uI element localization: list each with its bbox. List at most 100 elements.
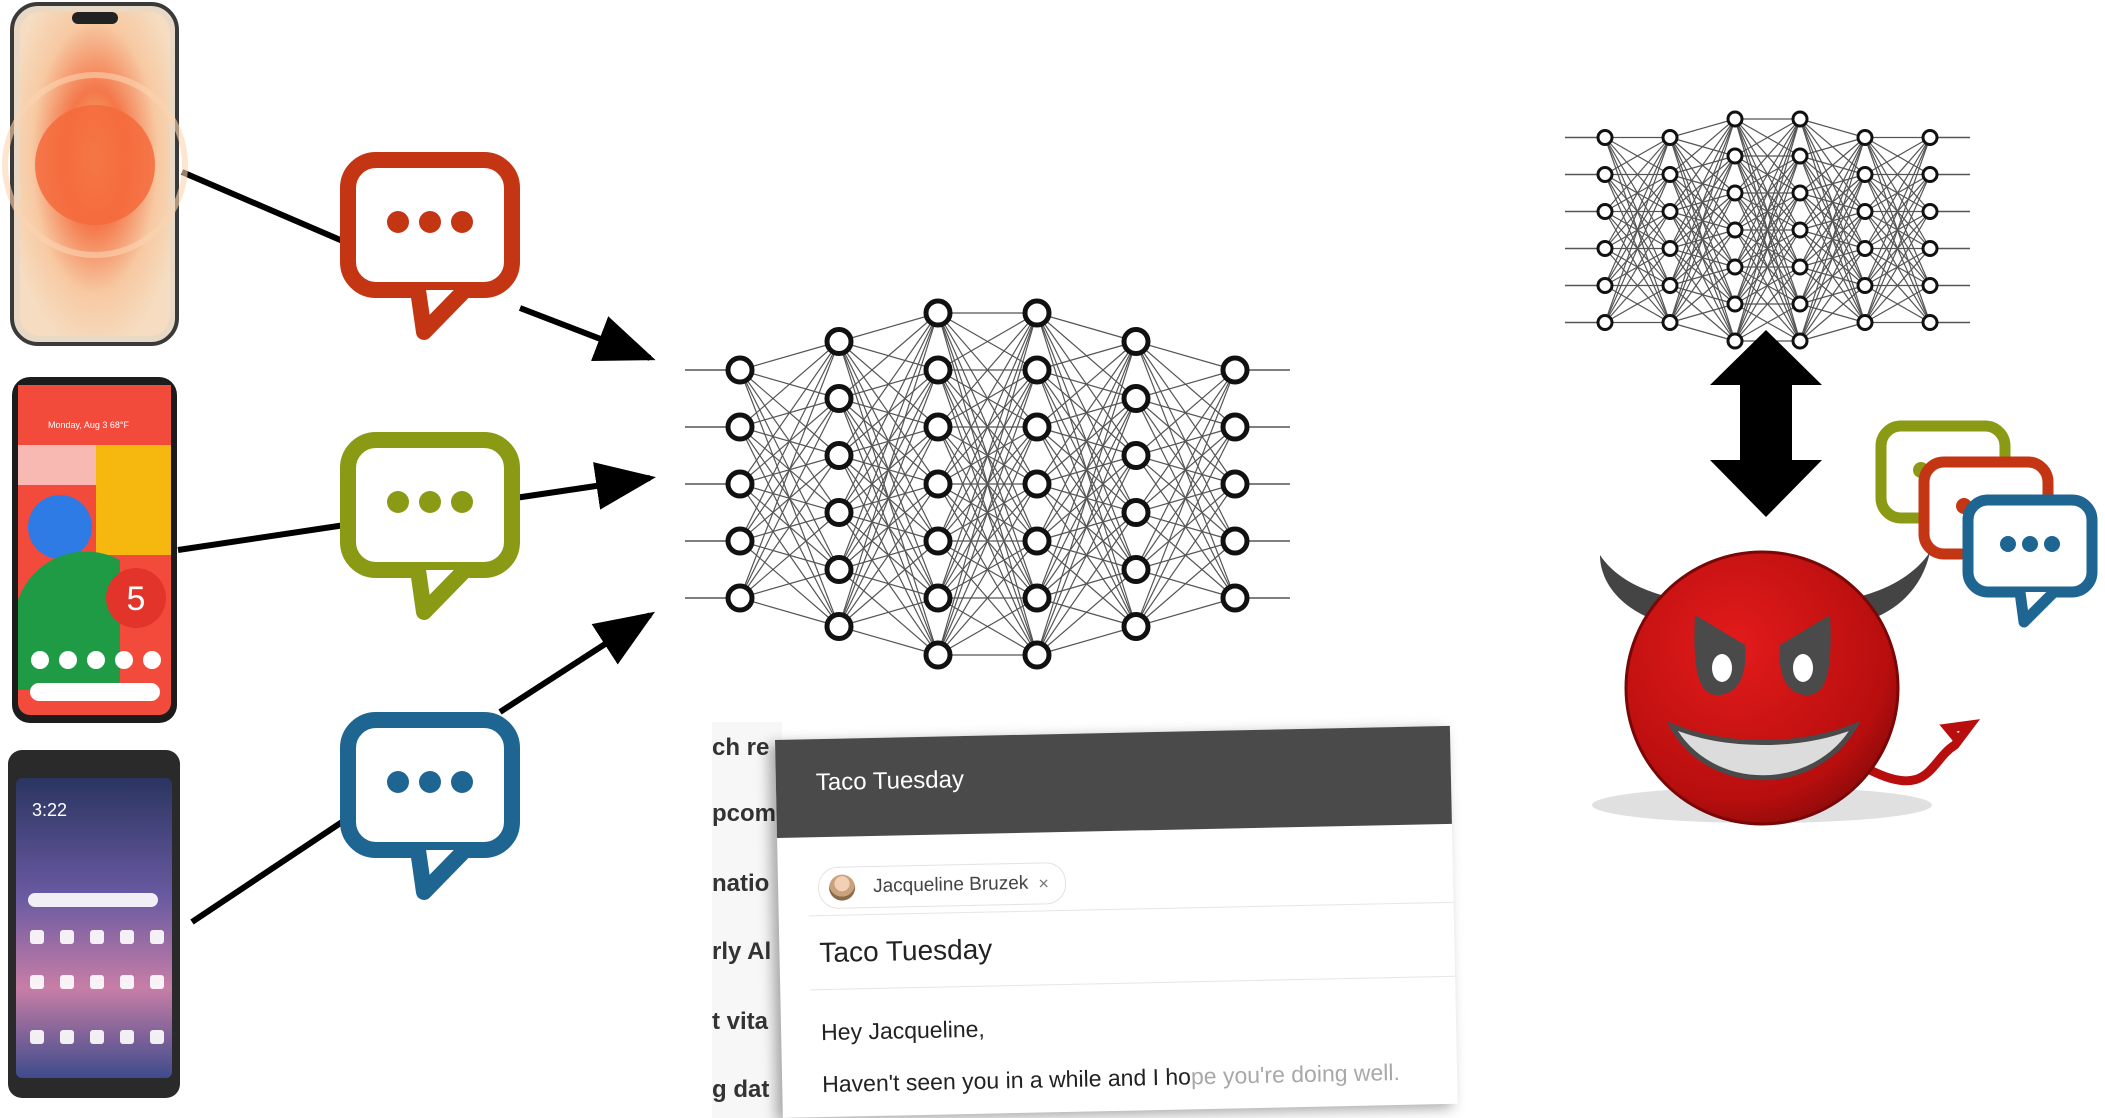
- network-node: [725, 412, 755, 442]
- network-edge: [937, 369, 1038, 656]
- network-edge: [1734, 229, 1801, 342]
- network-edge: [1864, 137, 1931, 249]
- network-edge: [1669, 321, 1736, 342]
- phone2-to-bubble-line: [177, 522, 346, 553]
- network-node: [1022, 526, 1052, 556]
- network-node: [1022, 412, 1052, 442]
- network-edge: [1669, 118, 1736, 249]
- network-edge: [1669, 303, 1736, 324]
- attacker-neural-network: [1565, 110, 1970, 350]
- list-item[interactable]: g dat: [712, 1076, 770, 1103]
- pixel-badge-text: 5: [127, 580, 146, 618]
- list-item[interactable]: ch re: [712, 734, 770, 761]
- network-edge: [1604, 137, 1671, 249]
- network-edge: [838, 426, 939, 627]
- network-node: [1661, 166, 1679, 183]
- devil-mouth: [1666, 720, 1861, 781]
- network-edge: [1036, 341, 1137, 428]
- network-edge: [1036, 340, 1137, 371]
- network-node: [1121, 384, 1151, 413]
- network-node: [923, 298, 953, 328]
- pixel-badge: [106, 568, 166, 628]
- network-edge: [1734, 118, 1801, 194]
- network-edge: [1864, 284, 1931, 324]
- network-edge: [937, 597, 1038, 656]
- divider: [810, 975, 1456, 991]
- network-node: [1220, 583, 1250, 613]
- network-edge: [1135, 426, 1236, 627]
- network-node: [1856, 166, 1874, 183]
- network-node: [824, 327, 854, 356]
- network-node: [1661, 314, 1679, 331]
- network-edge: [1799, 137, 1866, 342]
- network-node: [1726, 110, 1744, 128]
- network-edge: [937, 540, 1038, 656]
- list-item[interactable]: t vita: [712, 1008, 769, 1035]
- network-edge: [739, 398, 840, 599]
- network-edge: [1734, 118, 1801, 342]
- network-node: [1791, 295, 1809, 313]
- network-node: [923, 640, 953, 670]
- email-compose-card: Taco Tuesday Jacqueline Bruzek × Taco Tu…: [775, 725, 1458, 1118]
- email-greeting[interactable]: Hey Jacqueline,: [820, 1015, 986, 1046]
- network-edge: [838, 483, 939, 627]
- network-edge: [1799, 248, 1866, 342]
- network-edge: [739, 597, 840, 628]
- list-item[interactable]: natio: [712, 870, 770, 897]
- network-edge: [1036, 341, 1137, 485]
- network-edge: [1799, 137, 1866, 305]
- network-edge: [1799, 321, 1866, 342]
- network-node: [725, 469, 755, 499]
- connection-arrows: [177, 169, 656, 925]
- list-item[interactable]: rly Al: [712, 938, 772, 965]
- network-edge: [1799, 137, 1866, 231]
- pixel-device: Monday, Aug 3 68°F 5: [12, 377, 177, 723]
- network-edge: [1669, 118, 1736, 286]
- bubble2-to-network-arrow: [514, 462, 656, 510]
- network-edge: [1036, 341, 1137, 656]
- message-bubble-red: [340, 152, 520, 340]
- network-edge: [1669, 266, 1736, 323]
- network-node: [923, 412, 953, 442]
- network-node: [1220, 355, 1250, 385]
- network-node: [1022, 640, 1052, 670]
- recipient-chip[interactable]: Jacqueline Bruzek ×: [817, 861, 1067, 910]
- network-node: [1661, 129, 1679, 146]
- network-edge: [1734, 192, 1801, 342]
- devil-tail: [1865, 719, 1981, 786]
- network-node: [1121, 498, 1151, 527]
- close-icon[interactable]: ×: [1038, 872, 1050, 894]
- network-edge: [937, 312, 1038, 656]
- network-node: [1220, 469, 1250, 499]
- network-node: [1791, 258, 1809, 276]
- network-edge: [1669, 118, 1736, 323]
- network-node: [1121, 441, 1151, 470]
- email-body-field[interactable]: Haven't seen you in a while and I hope y…: [822, 1059, 1400, 1098]
- network-edge: [1604, 136, 1671, 176]
- list-item[interactable]: pcom: [712, 800, 777, 827]
- network-edge: [937, 312, 1038, 485]
- network-node: [1121, 327, 1151, 356]
- network-node: [1596, 166, 1614, 183]
- network-edge: [1669, 118, 1736, 175]
- chat-bubble-icon: [387, 771, 473, 793]
- email-list-column: ch re pcom natio rly Al t vita g dat: [712, 722, 782, 1118]
- network-edge: [1669, 192, 1736, 323]
- network-edge: [937, 483, 1038, 656]
- network-node: [824, 555, 854, 584]
- network-edge: [1669, 118, 1736, 212]
- network-edge: [739, 455, 840, 599]
- network-node: [1856, 277, 1874, 294]
- network-edge: [1864, 137, 1931, 286]
- network-node: [1791, 147, 1809, 165]
- attacker-bubble-blue: [1962, 494, 2098, 628]
- email-header: Taco Tuesday: [775, 725, 1452, 838]
- network-node: [1661, 240, 1679, 257]
- lg-device: 3:22: [8, 750, 180, 1098]
- network-edge: [937, 312, 1038, 542]
- network-edge: [838, 625, 939, 656]
- network-edge: [937, 312, 1038, 428]
- network-edge: [1036, 569, 1137, 656]
- network-edge: [1734, 118, 1801, 157]
- email-subject-field[interactable]: Taco Tuesday: [819, 933, 993, 969]
